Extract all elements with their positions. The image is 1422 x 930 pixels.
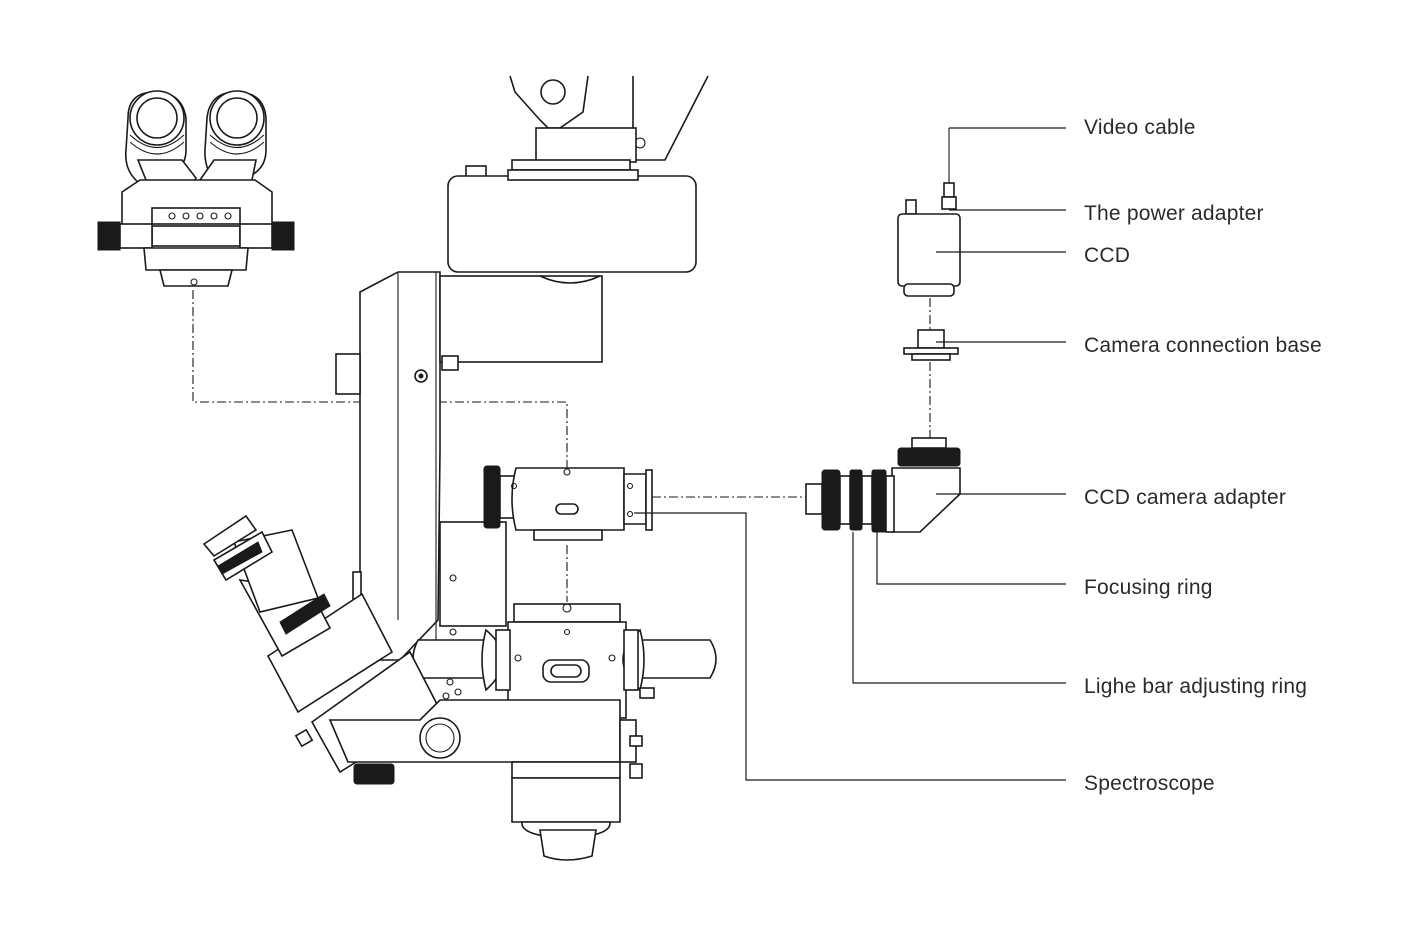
binocular-head (97, 90, 295, 287)
lower-arm (328, 699, 643, 861)
objective-body (412, 603, 717, 719)
ccd-camera-adapter (805, 437, 961, 533)
spectroscope (483, 465, 653, 541)
binocular-connection-path (192, 290, 568, 468)
leader-focusing-ring (876, 532, 1066, 585)
label-ccd: CCD (1084, 244, 1131, 267)
label-video-cable: Video cable (1084, 116, 1196, 139)
top-mount (447, 75, 709, 273)
label-power-adapter: The power adapter (1084, 202, 1264, 225)
microscope-body (335, 271, 603, 661)
leader-lines (634, 127, 1066, 781)
label-light-bar-adjusting-ring: Lighe bar adjusting ring (1084, 675, 1308, 698)
label-camera-connection-base: Camera connection base (1084, 334, 1322, 357)
label-spectroscope: Spectroscope (1084, 772, 1215, 795)
label-focusing-ring: Focusing ring (1084, 576, 1213, 599)
ccd-camera (897, 199, 961, 297)
label-ccd-camera-adapter: CCD camera adapter (1084, 486, 1287, 509)
leader-light-bar-ring (852, 532, 1066, 684)
camera-connection-base (903, 329, 959, 361)
leader-spectroscope (634, 512, 1066, 781)
video-cable-connector (941, 128, 957, 210)
